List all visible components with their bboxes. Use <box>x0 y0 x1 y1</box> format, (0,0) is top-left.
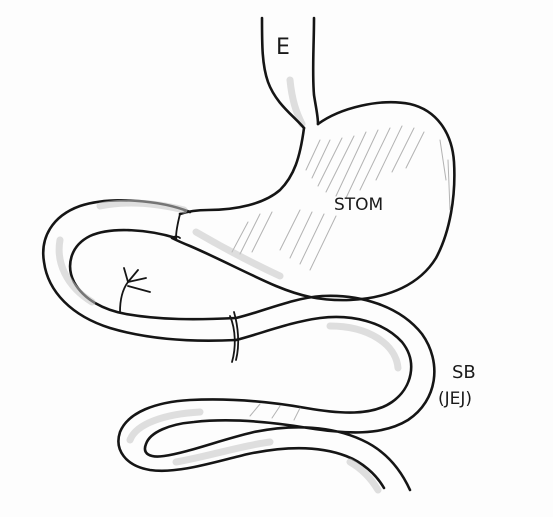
jejunum-label: (JEJ) <box>438 389 472 409</box>
small-bowel-jejunum <box>118 296 434 490</box>
esophagus-label: E <box>276 35 290 60</box>
stomach-body <box>172 102 454 300</box>
esophagus-tube <box>262 18 318 128</box>
stomach-shading <box>196 126 450 276</box>
stomach-label: STOM <box>334 195 383 215</box>
bile-duct-branches <box>120 268 150 312</box>
duodenum-loop <box>43 200 236 340</box>
small-bowel-label: SB <box>452 362 476 383</box>
